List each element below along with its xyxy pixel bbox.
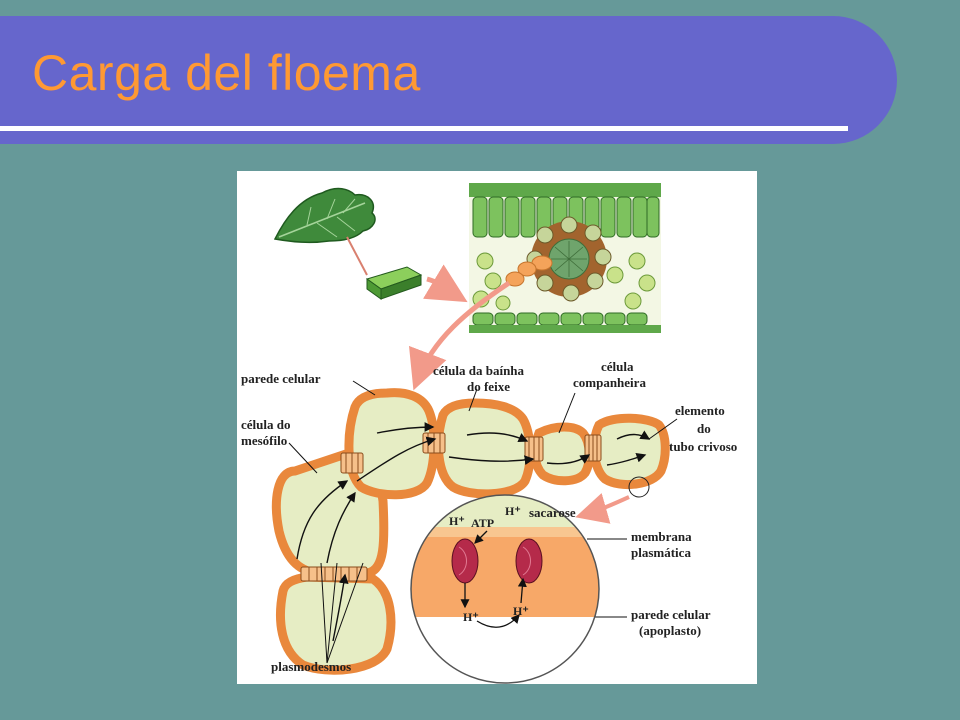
atp-label: ATP — [471, 516, 494, 530]
zoom-arrow — [409, 280, 511, 391]
title-bar — [0, 16, 897, 144]
sucrose-symporter-icon — [515, 538, 543, 584]
label-leaders — [288, 380, 678, 664]
h-plus-label: H⁺ — [505, 504, 521, 518]
h-plus-label: H⁺ — [449, 514, 465, 528]
title-underline — [0, 126, 848, 131]
leaf-section-icon — [346, 236, 423, 300]
label-companheira-line2: companheira — [573, 375, 646, 390]
label-parede-celular: parede celular — [241, 371, 321, 386]
label-elemento-line1: elemento — [675, 403, 725, 418]
h-plus-label: H⁺ — [463, 610, 479, 624]
label-mesofilo: mesófilo — [241, 433, 287, 448]
zoom-arrow — [422, 264, 468, 303]
label-celula-do: célula do — [241, 417, 290, 432]
label-elemento-line2: do — [697, 421, 711, 436]
label-membrana-line2: plasmática — [631, 545, 691, 560]
label-apoplasto-line2: (apoplasto) — [639, 623, 701, 638]
leaf-icon — [273, 187, 376, 244]
vascular-bundle — [526, 216, 612, 302]
zoom-arrow — [575, 493, 630, 524]
h-plus-label: H⁺ — [513, 604, 529, 618]
label-companheira-line1: célula — [601, 359, 634, 374]
leaf-cross-section — [469, 183, 661, 333]
slide-title: Carga del floema — [32, 45, 421, 101]
label-elemento-line3: tubo crivoso — [669, 439, 737, 454]
label-bainha-line1: célula da baínha — [433, 363, 525, 378]
sacarose-label: sacarose — [529, 505, 576, 520]
label-membrana-line1: membrana — [631, 529, 692, 544]
proton-pump-icon — [451, 538, 479, 584]
phloem-loading-diagram: H⁺ H⁺ ATP H⁺ H⁺ sacarose parede celular … — [237, 171, 757, 684]
membrane-detail: H⁺ H⁺ ATP H⁺ H⁺ sacarose — [410, 494, 600, 684]
zoom-circle — [628, 476, 650, 498]
label-apoplasto-line1: parede celular — [631, 607, 711, 622]
label-plasmodesmos: plasmodesmos — [271, 659, 351, 674]
label-bainha-line2: do feixe — [467, 379, 510, 394]
sucrose-flow-arrows — [296, 422, 651, 642]
